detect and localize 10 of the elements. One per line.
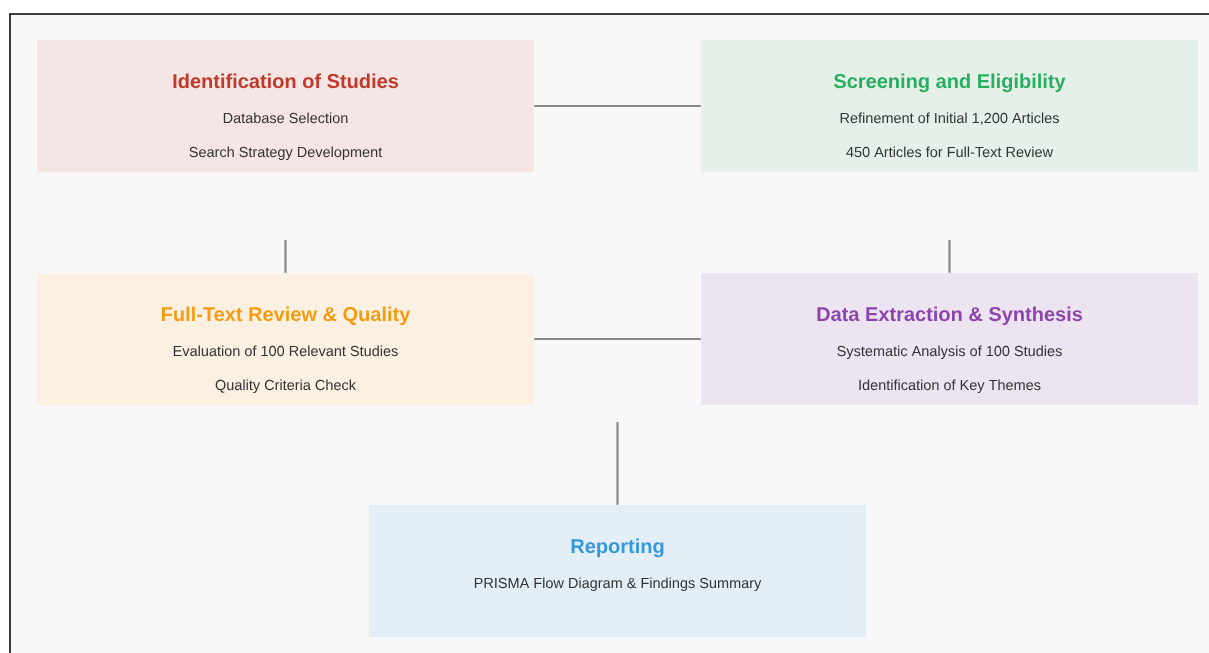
process-box: Identification of Studies Database Selection Search Strategy Development bbox=[37, 40, 534, 172]
connector-line bbox=[616, 422, 619, 505]
connector-line bbox=[284, 240, 287, 273]
process-box: Full-Text Review & Quality Evaluation of 100 Relevant Studies Quality Criteria Check bbox=[37, 273, 534, 405]
connector-line bbox=[534, 104, 701, 108]
process-box: Data Extraction & Synthesis Systematic Analysis of 100 Studies Identification of Key Themes bbox=[701, 273, 1198, 405]
connector-line bbox=[948, 240, 951, 273]
connector-line bbox=[534, 337, 701, 341]
process-box: Reporting PRISMA Flow Diagram & Findings Summary bbox=[369, 505, 866, 637]
process-box: Screening and Eligibility Refinement of Initial 1,200 Articles 450 Articles for Full-Text Review bbox=[701, 40, 1198, 172]
